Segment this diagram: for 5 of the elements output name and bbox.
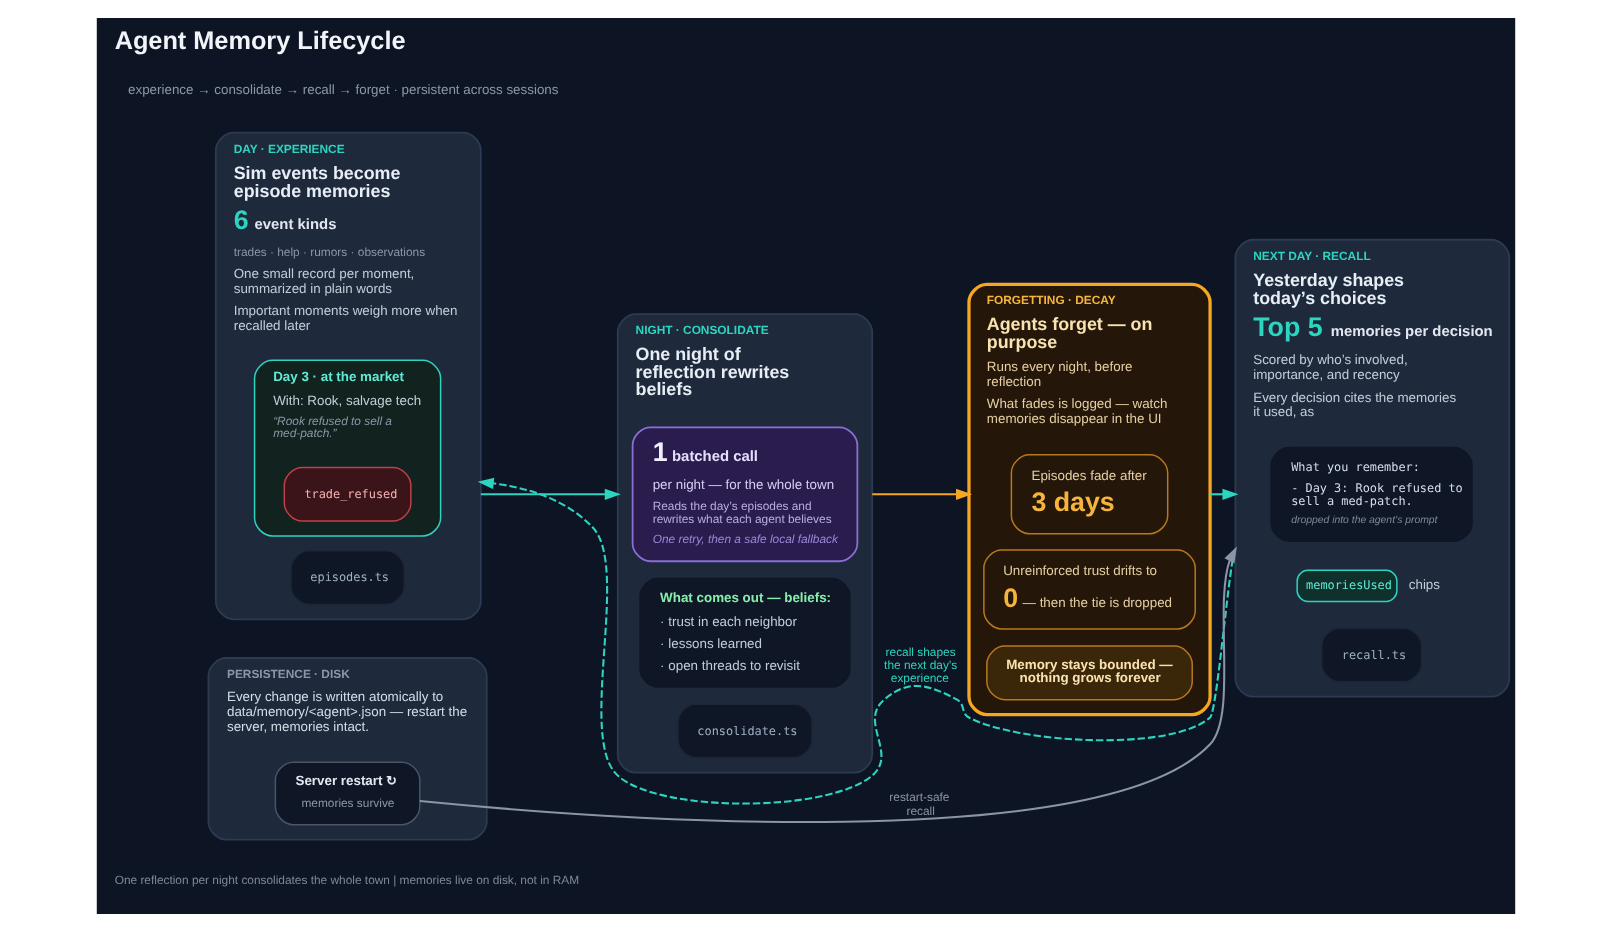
arrow bbox=[480, 487, 621, 499]
arrow bbox=[419, 545, 1237, 822]
arrow bbox=[872, 487, 973, 499]
arrow bbox=[477, 476, 1237, 804]
diagram-title: Agent Memory Lifecycle bbox=[114, 25, 406, 54]
